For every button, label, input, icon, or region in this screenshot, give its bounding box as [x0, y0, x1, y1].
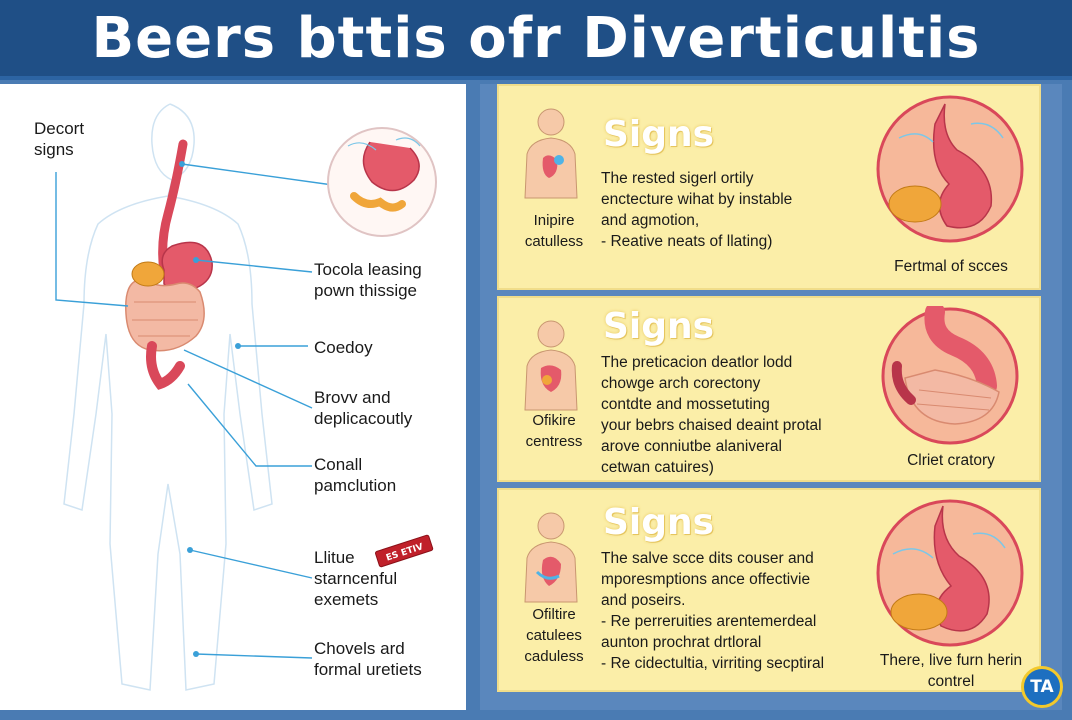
stomach-closeup-icon	[876, 95, 1024, 243]
label-coedoy: Coedoy	[314, 338, 373, 357]
pouch-cluster	[131, 261, 165, 287]
person-icon	[524, 108, 578, 199]
colon	[125, 279, 205, 352]
brand-logo-badge: TA	[1021, 666, 1063, 708]
rectum	[146, 341, 185, 390]
card-caption: Clriet cratory	[907, 452, 995, 469]
body-outline	[63, 103, 273, 691]
stomach-closeup-icon	[876, 499, 1024, 647]
page-title: Beers bttis ofr Diverticultis	[91, 5, 981, 71]
leader-dots	[179, 161, 241, 657]
person-icon	[524, 320, 578, 411]
card-caption: Fertmal of scces	[894, 258, 1008, 275]
person-icon	[524, 512, 578, 603]
colon-closeup-icon	[881, 306, 1019, 445]
page-header: Beers bttis ofr Diverticultis	[0, 0, 1072, 80]
anatomy-diagram: ES ETIV	[55, 103, 437, 691]
card-title: Signs	[603, 306, 715, 347]
esophagus	[158, 139, 188, 277]
colon-folds	[132, 301, 198, 337]
card-title: Signs	[603, 114, 715, 155]
magnified-inset	[327, 127, 437, 237]
card-title: Signs	[603, 502, 715, 543]
leader-lines	[55, 163, 341, 659]
